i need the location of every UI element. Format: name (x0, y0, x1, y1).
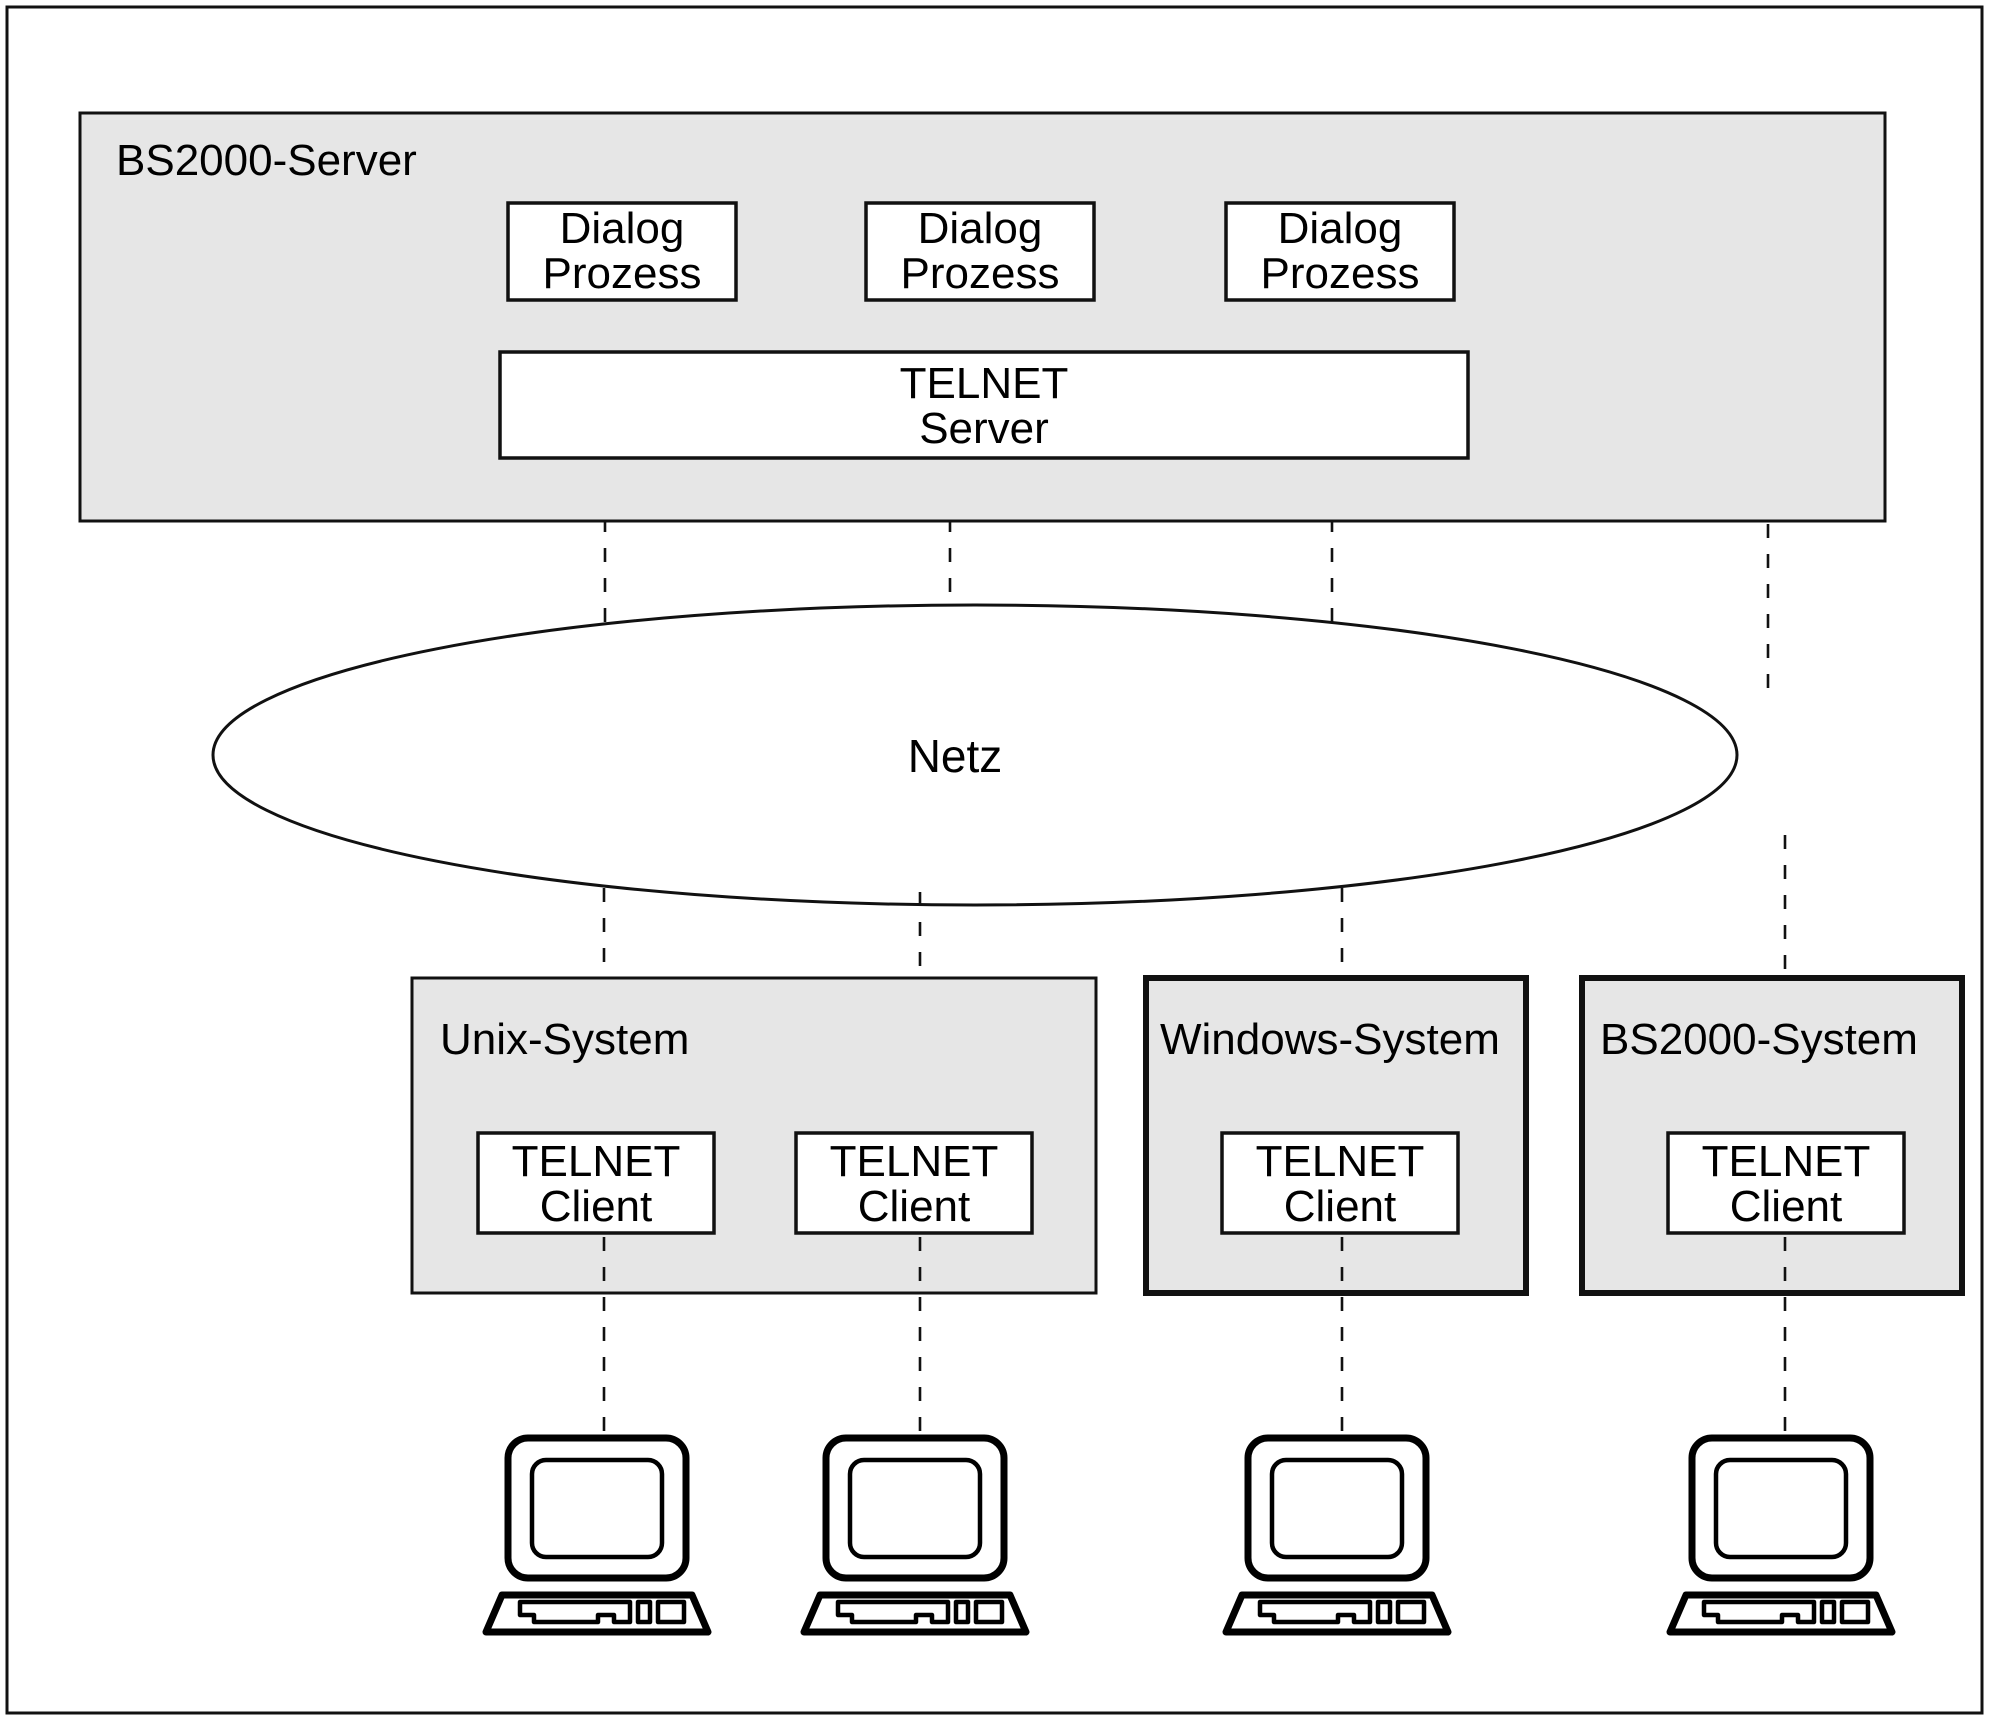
client-zone-unix-label: Unix-System (440, 1015, 689, 1064)
server-zone-label: BS2000-Server (116, 136, 417, 185)
telnet-client-bs2000-1-line1: TELNET (1702, 1137, 1871, 1186)
client-zone-bs2000-label: BS2000-System (1600, 1015, 1918, 1064)
dialog-prozess-1-line2: Prozess (543, 249, 702, 298)
terminal-3-icon (1222, 1434, 1452, 1636)
client-zone-windows-label: Windows-System (1160, 1015, 1500, 1064)
telnet-client-unix-2-line1: TELNET (830, 1137, 999, 1186)
terminal-4-keys-main (1701, 1599, 1817, 1625)
telnet-client-unix-1-line1: TELNET (512, 1137, 681, 1186)
terminal-2-icon (800, 1434, 1030, 1636)
telnet-client-unix-1[interactable]: TELNET Client (476, 1131, 716, 1235)
dialog-prozess-2[interactable]: Dialog Prozess (864, 201, 1096, 302)
dialog-prozess-3[interactable]: Dialog Prozess (1224, 201, 1456, 302)
dialog-prozess-2-line1: Dialog (918, 204, 1043, 253)
terminal-1-key-small-1 (635, 1599, 653, 1625)
telnet-client-unix-2-line2: Client (858, 1182, 971, 1231)
dialog-prozess-1-line1: Dialog (560, 204, 685, 253)
terminal-3-keys-main (1257, 1599, 1373, 1625)
telnet-client-windows-1-box[interactable] (1220, 1131, 1460, 1235)
telnet-client-windows-1-line1: TELNET (1256, 1137, 1425, 1186)
network-ellipse[interactable] (211, 603, 1739, 907)
terminal-4-key-small-1 (1819, 1599, 1837, 1625)
telnet-client-bs2000-1-line2: Client (1730, 1182, 1843, 1231)
terminal-3-key-small-1 (1375, 1599, 1393, 1625)
telnet-client-unix-2[interactable]: TELNET Client (794, 1131, 1034, 1235)
dialog-prozess-3-line2: Prozess (1261, 249, 1420, 298)
telnet-client-unix-1-line2: Client (540, 1182, 653, 1231)
terminal-1-key-small-2 (655, 1599, 687, 1625)
telnet-client-bs2000-1[interactable]: TELNET Client (1666, 1131, 1906, 1235)
telnet-server-line2: Server (919, 404, 1049, 453)
terminal-1-screen (529, 1457, 665, 1560)
dialog-prozess-2-box[interactable] (864, 201, 1096, 302)
client-to-terminal-links (602, 1237, 1787, 1438)
terminal-4-key-small-2 (1839, 1599, 1871, 1625)
terminal-4-icon (1666, 1434, 1896, 1636)
terminal-2-screen (847, 1457, 983, 1560)
network-label: Netz (908, 730, 1003, 782)
telnet-server-line1: TELNET (900, 359, 1069, 408)
terminal-1-keys-main (517, 1599, 633, 1625)
dialog-prozess-1-box[interactable] (506, 201, 738, 302)
terminal-2-key-small-2 (973, 1599, 1005, 1625)
dialog-prozess-3-line1: Dialog (1278, 204, 1403, 253)
terminal-1-icon (482, 1434, 712, 1636)
terminal-4-screen (1713, 1457, 1849, 1560)
telnet-client-unix-2-box[interactable] (794, 1131, 1034, 1235)
network-to-client-links (602, 835, 1787, 980)
terminal-2-keys-main (835, 1599, 951, 1625)
dialog-prozess-3-box[interactable] (1224, 201, 1456, 302)
telnet-client-unix-1-box[interactable] (476, 1131, 716, 1235)
terminal-3-key-small-2 (1395, 1599, 1427, 1625)
terminal-2-key-small-1 (953, 1599, 971, 1625)
dialog-prozess-1[interactable]: Dialog Prozess (506, 201, 738, 302)
network-cloud[interactable]: Netz (211, 603, 1739, 907)
telnet-server-node[interactable]: TELNET Server (498, 350, 1470, 460)
telnet-client-windows-1[interactable]: TELNET Client (1220, 1131, 1460, 1235)
telnet-client-windows-1-line2: Client (1284, 1182, 1397, 1231)
telnet-client-bs2000-1-box[interactable] (1666, 1131, 1906, 1235)
dialog-prozess-2-line2: Prozess (901, 249, 1060, 298)
terminal-3-screen (1269, 1457, 1405, 1560)
telnet-server-box[interactable] (498, 350, 1470, 460)
